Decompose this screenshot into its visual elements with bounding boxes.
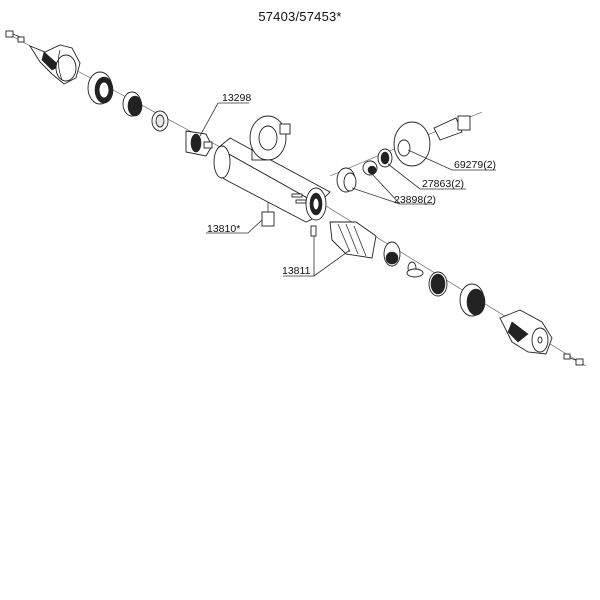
diagram-title: 57403/57453* <box>258 9 342 24</box>
label-69279: 69279(2) <box>454 159 497 171</box>
label-13810: 13810* <box>207 223 241 235</box>
label-27863: 27863(2) <box>422 178 465 190</box>
right-splined-adapter <box>428 271 448 297</box>
nut-23898 <box>336 167 357 193</box>
right-knurled-ring <box>459 283 486 317</box>
left-cartridge-13298 <box>185 130 213 157</box>
leader-13811-b <box>313 249 351 277</box>
right-screw <box>563 353 584 366</box>
leader-13298 <box>199 102 249 137</box>
left-splined-adapter <box>122 91 143 117</box>
left-handle <box>28 44 81 85</box>
washer-27863 <box>377 148 393 168</box>
right-wall-flange-69279 <box>393 121 431 167</box>
drain-valve-13810 <box>261 202 275 227</box>
left-screw <box>5 30 25 43</box>
left-wall-flange <box>249 115 291 161</box>
label-23898: 23898(2) <box>394 194 437 206</box>
left-knurled-ring <box>87 71 114 105</box>
leader-27863 <box>387 163 466 190</box>
right-stop-ring <box>383 241 401 267</box>
leader-13810 <box>206 219 263 234</box>
leader-69279 <box>407 149 496 171</box>
label-13811: 13811 <box>282 265 311 277</box>
right-clip <box>406 268 424 278</box>
right-handle <box>499 309 553 355</box>
mixer-body <box>213 137 331 223</box>
eccentric-23898 <box>362 160 378 176</box>
right-cartridge-13811 <box>329 221 377 259</box>
small-pin-13811 <box>310 225 317 237</box>
connector-fitting <box>433 115 471 141</box>
left-stop-ring <box>151 110 169 132</box>
leader-23898-b <box>351 187 401 205</box>
label-13298: 13298 <box>222 92 252 104</box>
